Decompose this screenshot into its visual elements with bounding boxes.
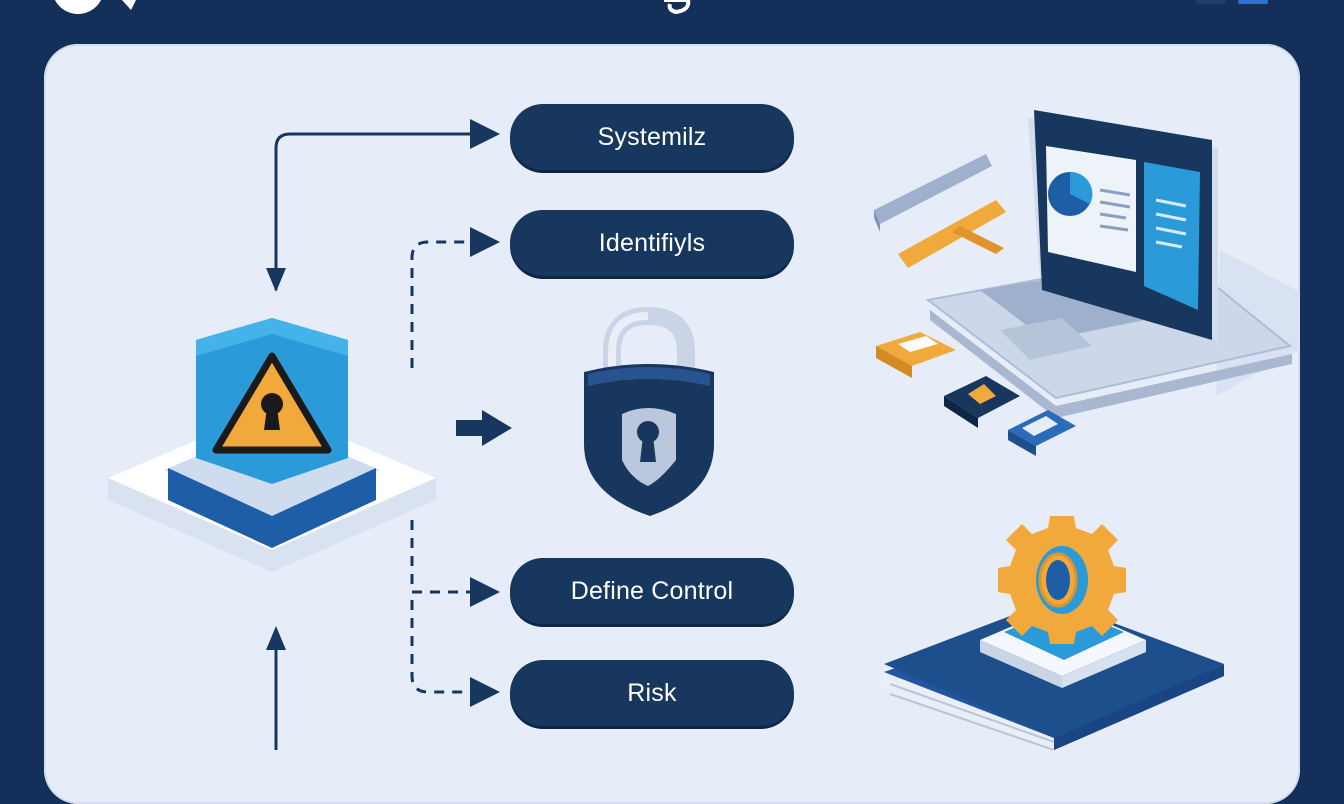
header-glyph-left bbox=[122, 0, 136, 10]
header-glyph-right bbox=[664, 0, 691, 15]
connector-identify bbox=[410, 227, 500, 368]
connector-top bbox=[274, 119, 500, 290]
connector-define bbox=[410, 520, 500, 607]
flow-connectors bbox=[266, 119, 512, 750]
arrow-up-to-shield bbox=[266, 626, 286, 650]
padlock-icon bbox=[584, 306, 714, 516]
arrow-down-to-shield bbox=[266, 268, 286, 292]
laptop-icon bbox=[874, 110, 1300, 456]
gear-icon bbox=[998, 516, 1126, 644]
step-risk[interactable]: Risk bbox=[510, 660, 794, 726]
step-define-control[interactable]: Define Control bbox=[510, 558, 794, 624]
header-bar bbox=[54, 0, 1268, 15]
connector-risk bbox=[410, 600, 500, 707]
arrow-to-padlock bbox=[456, 410, 512, 446]
step-systemilz[interactable]: Systemilz bbox=[510, 104, 794, 170]
step-identifiyls[interactable]: Identifiyls bbox=[510, 210, 794, 276]
warning-keyhole-icon bbox=[108, 318, 436, 572]
header-button-icon-2[interactable] bbox=[1196, 0, 1226, 4]
header-button-icon[interactable] bbox=[1238, 0, 1268, 4]
app-logo-icon bbox=[54, 0, 102, 14]
